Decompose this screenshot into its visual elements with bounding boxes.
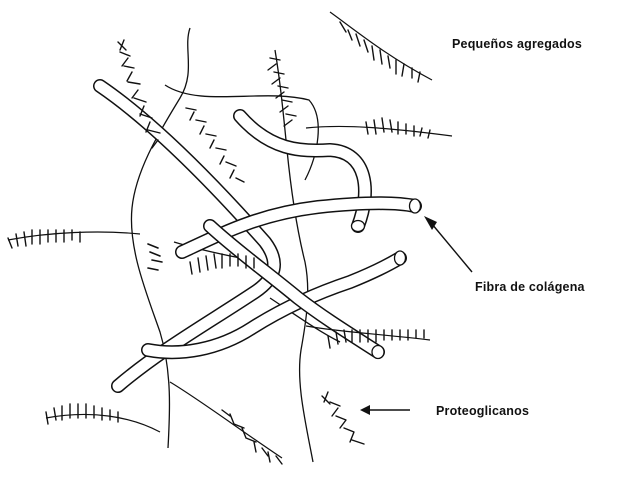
- stem-bottom-mid: [170, 382, 282, 458]
- label-collagen-fiber: Fibra de colágena: [475, 280, 585, 294]
- brush-center-left: [148, 244, 162, 270]
- collagen-fibers: [100, 86, 421, 386]
- stem-left: [8, 232, 140, 240]
- brush-top-left: [118, 40, 160, 148]
- fiber-end-cap: [410, 199, 421, 213]
- fiber-end-cap: [372, 346, 384, 359]
- brush-bottom-center: [322, 392, 364, 444]
- stem-bottom-left: [46, 414, 160, 432]
- fiber-end-cap: [352, 221, 365, 232]
- arrow-proteoglycan-head: [360, 405, 370, 415]
- brush-top-right: [340, 22, 420, 82]
- core-line-left: [131, 28, 190, 448]
- arrow-collagen-line: [432, 224, 472, 272]
- label-proteoglycans: Proteoglicanos: [436, 404, 529, 418]
- fiber-end-cap: [395, 251, 406, 265]
- stem-top-right: [330, 12, 432, 80]
- label-aggregates: Pequeños agregados: [452, 37, 582, 51]
- brush-top-center: [268, 58, 296, 126]
- pointer-arrows: [360, 216, 472, 415]
